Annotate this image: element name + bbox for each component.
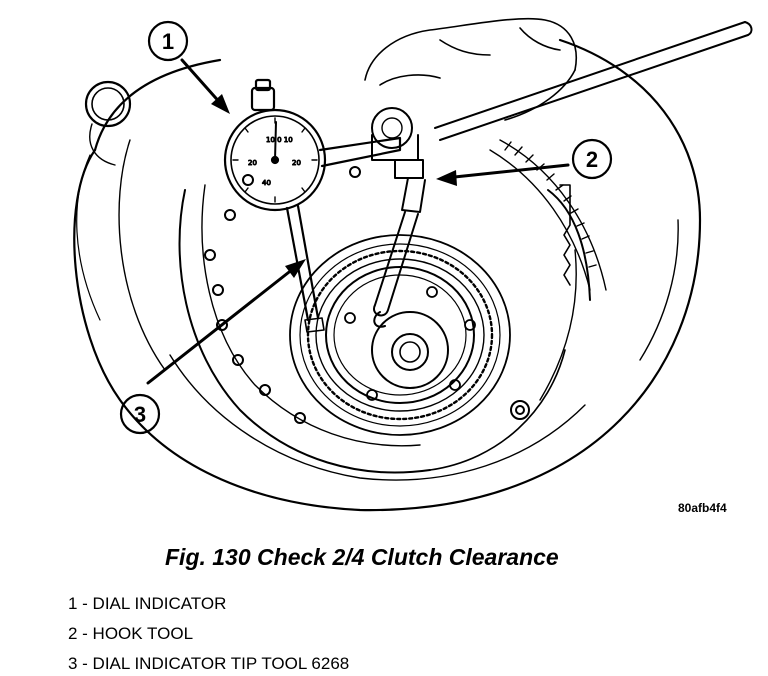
arrowhead-2 <box>436 170 457 186</box>
tool-handle <box>434 21 753 141</box>
arrowhead-3 <box>285 259 306 278</box>
svg-text:20: 20 <box>248 159 257 167</box>
clutch-clearance-illustration: 10 0 10 20 20 40 1 2 3 80afb4f4 <box>73 17 753 515</box>
legend-item-hook-tool: 2 - HOOK TOOL <box>68 624 194 643</box>
figure-caption: Fig. 130 Check 2/4 Clutch Clearance <box>165 544 559 570</box>
callout-circle-2 <box>571 138 613 180</box>
transmission-case <box>73 38 702 512</box>
image-id: 80afb4f4 <box>678 501 727 515</box>
arrowhead-1 <box>211 94 230 114</box>
callout-circle-3 <box>119 393 161 435</box>
callout-label-1: 1 <box>162 29 174 54</box>
callout-circle-1 <box>147 20 189 62</box>
legend-item-dial-indicator: 1 - DIAL INDICATOR <box>68 594 227 613</box>
callout-label-2: 2 <box>586 147 598 172</box>
ring-gear <box>489 139 607 301</box>
technician-hand <box>364 17 577 121</box>
svg-text:20: 20 <box>292 159 301 167</box>
svg-text:40: 40 <box>262 179 271 187</box>
legend-list: 1 - DIAL INDICATOR 2 - HOOK TOOL 3 - DIA… <box>68 592 349 676</box>
callout-label-3: 3 <box>134 402 146 427</box>
clutch-pack <box>289 234 511 436</box>
legend-item-tip-tool: 3 - DIAL INDICATOR TIP TOOL 6268 <box>68 654 350 673</box>
hook-tool <box>371 107 426 328</box>
clutch-drum <box>178 166 577 474</box>
leader-arrows <box>146 58 570 385</box>
svg-text:10 0 10: 10 0 10 <box>266 136 293 144</box>
